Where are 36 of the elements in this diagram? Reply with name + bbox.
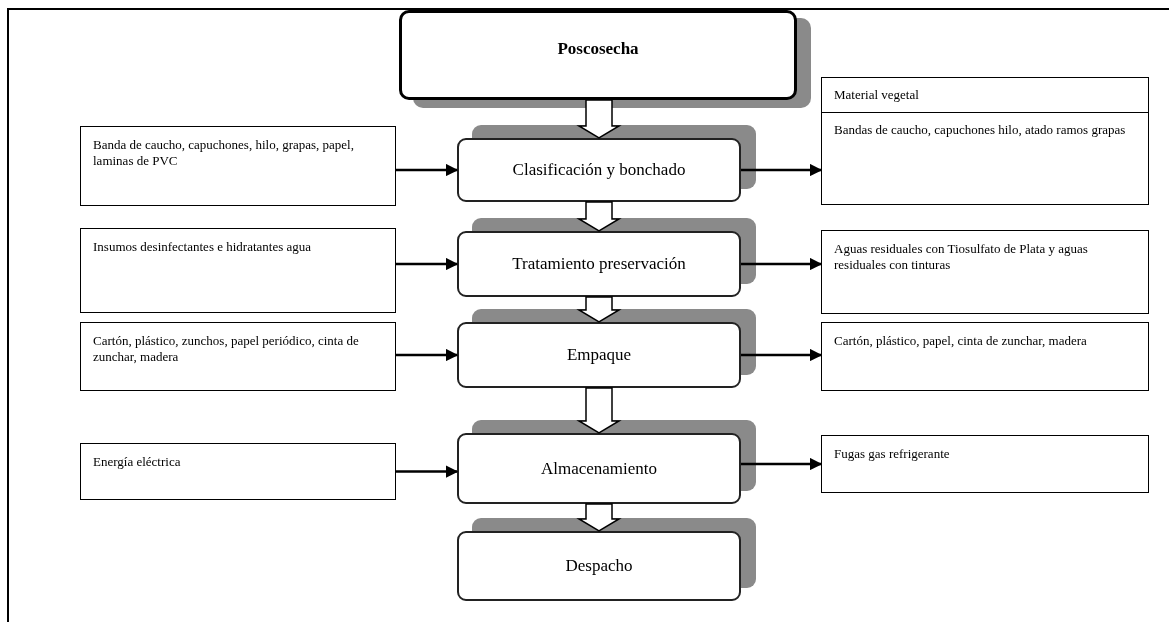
arrow xyxy=(396,257,459,271)
block-arrow xyxy=(576,99,622,139)
step-label: Empaque xyxy=(566,345,632,364)
block-arrow xyxy=(576,387,622,434)
block-arrow xyxy=(576,503,622,532)
box-text: Cartón, plástico, papel, cinta de zunchar, madera xyxy=(834,333,1087,348)
arrow xyxy=(741,163,823,177)
step-label: Tratamiento preservación xyxy=(512,254,686,273)
box-text: Banda de caucho, capuchones, hilo, grapas, papel, laminas de PVC xyxy=(93,137,354,168)
material-box xyxy=(821,230,1149,314)
material-box xyxy=(80,443,396,500)
step-label: Clasificación y bonchado xyxy=(512,160,686,179)
box-text: Aguas residuales con Tiosulfato de Plata y aguas residuales con tinturas xyxy=(834,241,1088,272)
box-text: Cartón, plástico, zunchos, papel periódico, cinta de zunchar, madera xyxy=(93,333,359,364)
box-heading: Material vegetal xyxy=(834,87,919,102)
material-box xyxy=(80,322,396,391)
box-text: Fugas gas refrigerante xyxy=(834,446,950,461)
step-label: Despacho xyxy=(565,556,633,575)
material-box xyxy=(80,228,396,313)
arrow xyxy=(396,465,459,478)
block-arrow xyxy=(576,296,622,323)
arrow xyxy=(396,348,459,362)
step-label: Poscosecha xyxy=(557,39,639,58)
arrow xyxy=(396,163,459,177)
material-box xyxy=(821,435,1149,493)
arrow xyxy=(741,457,823,471)
output-box xyxy=(821,77,1149,205)
arrow xyxy=(741,348,823,362)
block-arrow xyxy=(576,201,622,232)
material-box xyxy=(821,322,1149,391)
step-label: Almacenamiento xyxy=(540,458,658,478)
box-text: Bandas de caucho, capuchones hilo, atado ramos grapas xyxy=(834,122,1126,137)
box-text: Insumos desinfectantes e hidratantes agua xyxy=(93,239,312,254)
material-box xyxy=(80,126,396,206)
arrow xyxy=(741,257,823,271)
box-text: Energía eléctrica xyxy=(93,454,181,469)
